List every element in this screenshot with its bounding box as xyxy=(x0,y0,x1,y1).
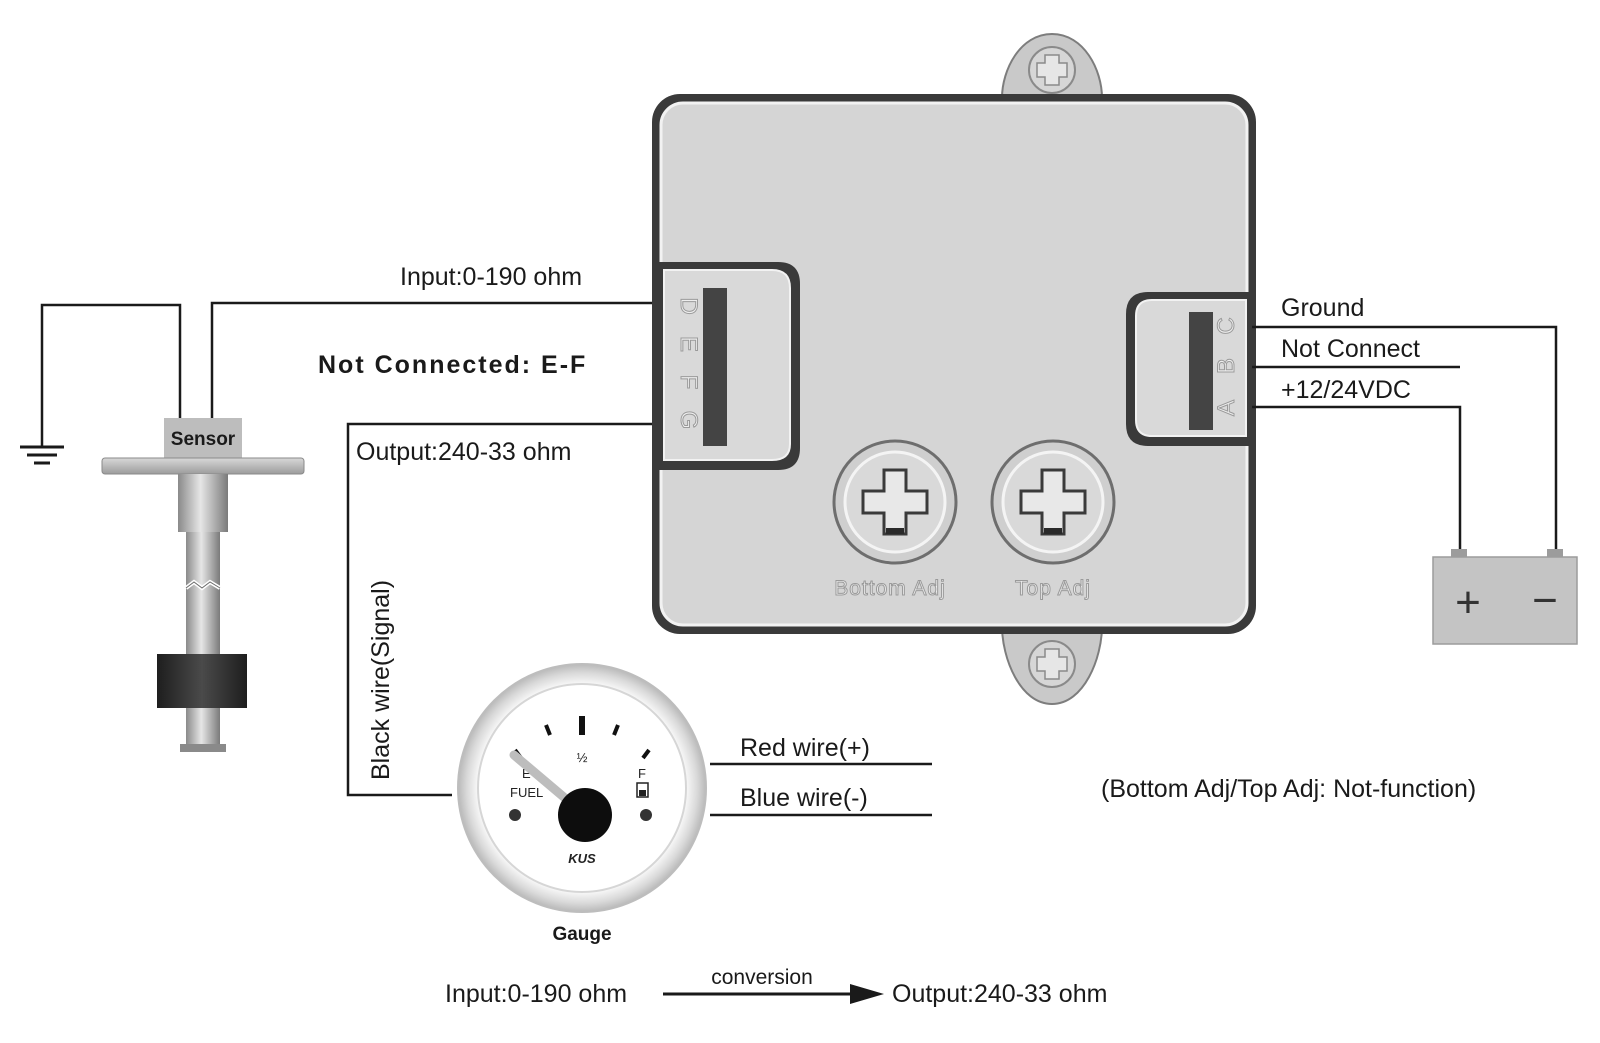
battery: + − xyxy=(1432,549,1578,645)
converter-module: D E F G C B A Bottom Adj Top Adj xyxy=(652,32,1256,706)
terminal-a: A xyxy=(1213,400,1240,416)
terminal-f: F xyxy=(675,375,702,390)
black-signal-wire xyxy=(346,422,656,797)
flow-input-label: Input:0-190 ohm xyxy=(445,980,627,1008)
terminal-b: B xyxy=(1213,358,1240,374)
ground-symbol xyxy=(20,303,182,465)
supply-label: +12/24VDC xyxy=(1281,376,1411,404)
right-terminal-block: C B A xyxy=(1126,292,1252,446)
gauge-empty-mark: E xyxy=(522,766,531,781)
bottom-mounting-ear xyxy=(1000,625,1104,706)
gauge-caption: Gauge xyxy=(552,924,611,945)
red-wire-label: Red wire(+) xyxy=(740,734,870,762)
sensor-caption: Sensor xyxy=(171,429,236,450)
left-terminal-block: D E F G xyxy=(656,262,800,470)
gauge-brand-text: KUS xyxy=(568,851,596,866)
flow-arrow-label: conversion xyxy=(711,966,813,989)
terminal-g: G xyxy=(675,411,702,430)
battery-plus-sign: + xyxy=(1455,578,1481,627)
ground-label: Ground xyxy=(1281,294,1364,322)
top-adj-label: Top Adj xyxy=(1015,577,1091,600)
terminal-d: D xyxy=(675,297,702,314)
flow-output-label: Output:240-33 ohm xyxy=(892,980,1107,1008)
gauge-half-mark: ½ xyxy=(577,750,588,765)
blue-wire-label: Blue wire(-) xyxy=(740,784,868,812)
output-label: Output:240-33 ohm xyxy=(356,438,571,466)
conversion-flow: Input:0-190 ohm conversion Output:240-33… xyxy=(445,966,1107,1008)
top-adj-screw xyxy=(990,439,1116,565)
gauge-full-mark: F xyxy=(638,766,646,781)
top-mounting-ear xyxy=(1000,32,1104,99)
ground-wire xyxy=(1252,325,1558,553)
terminal-e: E xyxy=(675,336,702,352)
fuel-gauge: E ½ F FUEL KUS xyxy=(457,663,707,913)
black-wire-label: Black wire(Signal) xyxy=(367,580,395,780)
input-label: Input:0-190 ohm xyxy=(400,263,582,291)
adj-note: (Bottom Adj/Top Adj: Not-function) xyxy=(1101,775,1476,803)
supply-wire xyxy=(1252,405,1462,553)
flow-arrow-icon xyxy=(850,984,884,1004)
terminal-c: C xyxy=(1213,317,1240,334)
input-wire xyxy=(210,301,656,418)
not-connected-label: Not Connected: E-F xyxy=(318,351,587,379)
bottom-adj-label: Bottom Adj xyxy=(834,577,946,600)
fuel-level-sensor: Sensor xyxy=(101,418,305,752)
not-connect-label: Not Connect xyxy=(1281,335,1420,363)
battery-minus-sign: − xyxy=(1532,576,1558,625)
bottom-adj-screw xyxy=(832,439,958,565)
gauge-fuel-text: FUEL xyxy=(510,785,543,800)
